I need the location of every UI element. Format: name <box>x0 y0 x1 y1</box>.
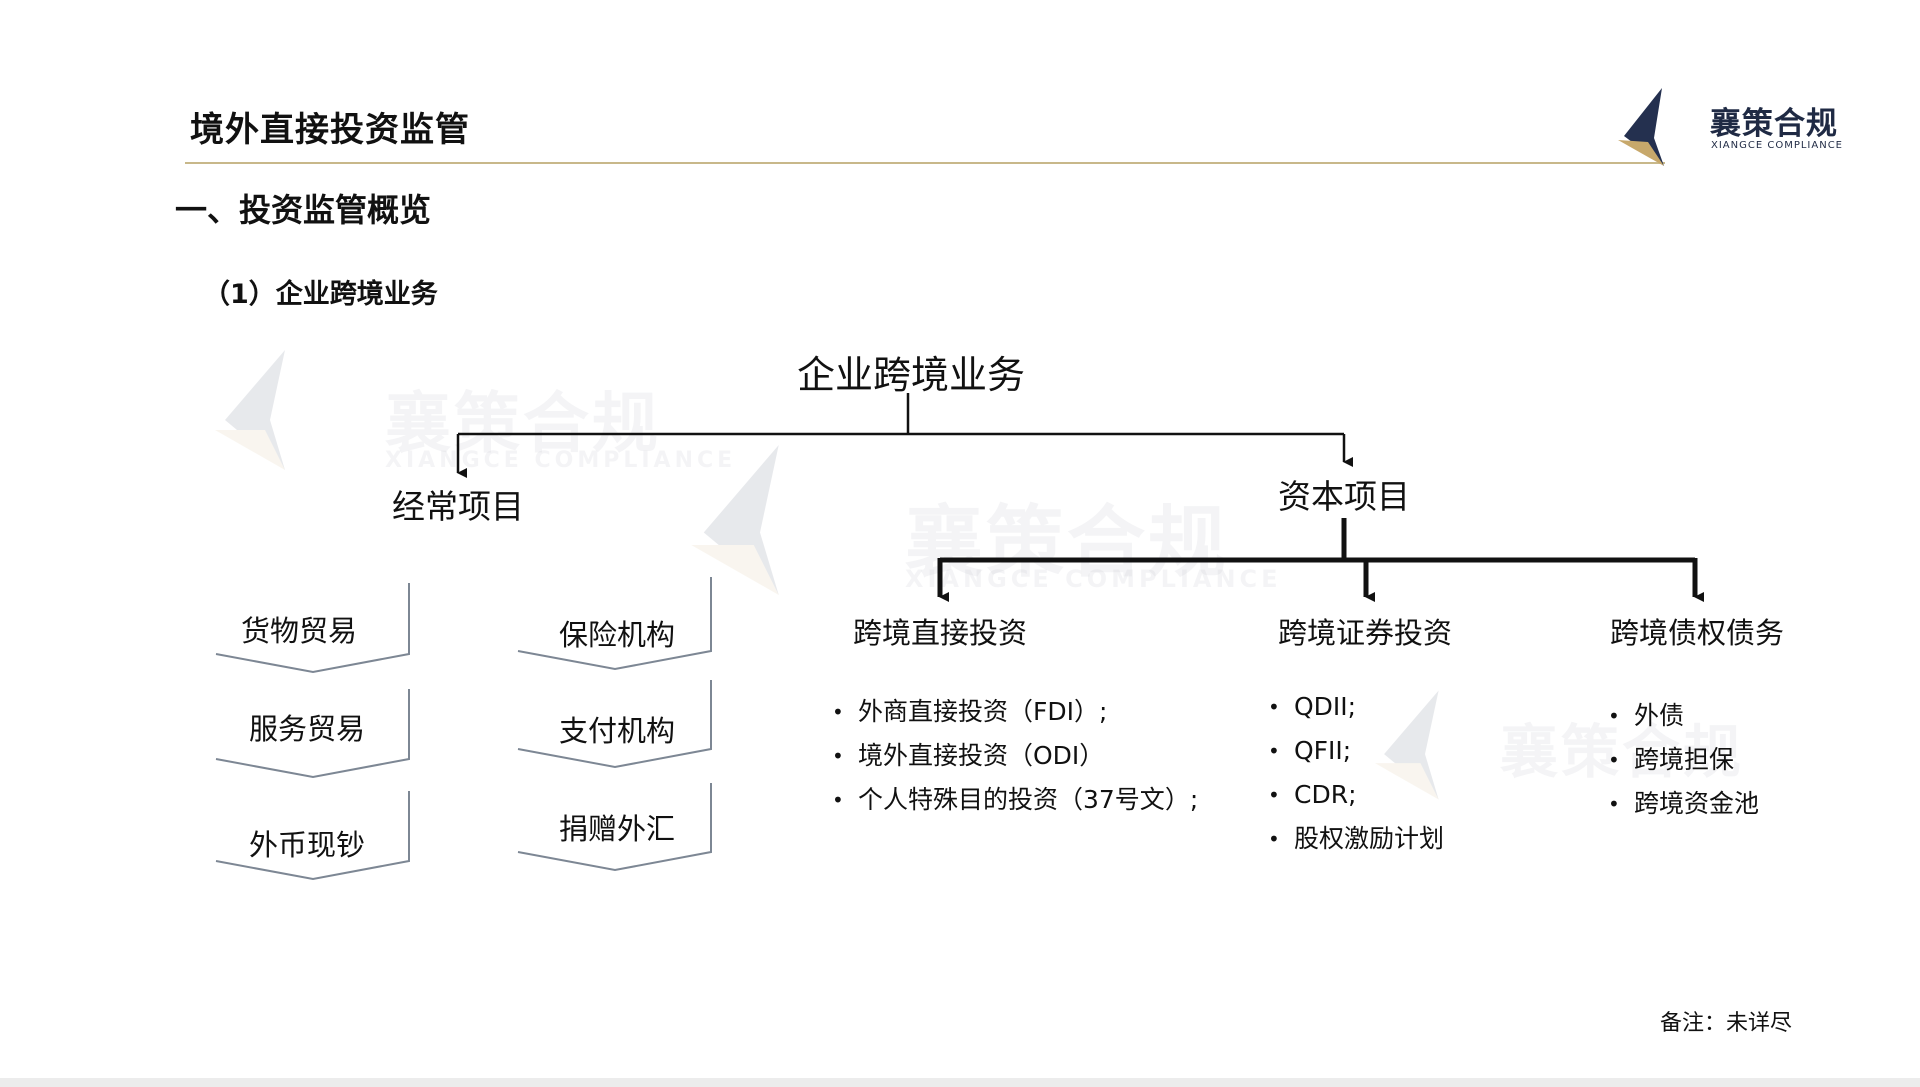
brand-logo: 襄策合规 XIANGCE COMPLIANCE <box>1618 88 1848 168</box>
list-item: 外商直接投资（FDI）; <box>830 690 1198 734</box>
watermark-subtext: XIANGCE COMPLIANCE <box>385 448 737 473</box>
subsection-title: （1）企业跨境业务 <box>203 279 438 310</box>
chevron-foreign-cash <box>215 791 410 881</box>
goods-trade-label: 货物贸易 <box>241 614 358 648</box>
footnote: 备注：未详尽 <box>1660 1011 1793 1036</box>
chevron-goods-trade <box>215 583 410 674</box>
donation-label: 捐赠外汇 <box>559 812 676 846</box>
brand-mark-icon <box>1618 88 1664 166</box>
list-item: 外债 <box>1606 694 1759 738</box>
list-item: 跨境担保 <box>1606 738 1759 782</box>
direct-investment-list: 外商直接投资（FDI）; 境外直接投资（ODI） 个人特殊目的投资（37号文）; <box>830 690 1198 822</box>
chevron-insurance <box>517 577 712 671</box>
brand-name-en: XIANGCE COMPLIANCE <box>1711 140 1844 151</box>
list-item: CDR; <box>1266 773 1444 817</box>
service-trade-label: 服务贸易 <box>249 712 366 746</box>
chevron-service-trade <box>215 689 410 779</box>
securities-investment-node: 跨境证券投资 <box>1278 616 1453 650</box>
debt-node: 跨境债权债务 <box>1610 616 1785 650</box>
list-item: 股权激励计划 <box>1266 817 1444 861</box>
current-account-node: 经常项目 <box>392 487 524 526</box>
securities-investment-list: QDII; QFII; CDR; 股权激励计划 <box>1266 685 1444 861</box>
capital-account-node: 资本项目 <box>1278 477 1410 516</box>
insurance-label: 保险机构 <box>559 618 676 652</box>
list-item: 境外直接投资（ODI） <box>830 734 1198 778</box>
list-item: QFII; <box>1266 729 1444 773</box>
payment-label: 支付机构 <box>559 714 676 748</box>
list-item: 个人特殊目的投资（37号文）; <box>830 778 1198 822</box>
direct-investment-node: 跨境直接投资 <box>853 616 1028 650</box>
title-divider <box>185 162 1665 164</box>
root-node: 企业跨境业务 <box>797 353 1026 397</box>
list-item: 跨境资金池 <box>1606 782 1759 826</box>
foreign-cash-label: 外币现钞 <box>249 828 366 862</box>
section-title: 一、投资监管概览 <box>175 191 432 229</box>
debt-list: 外债 跨境担保 跨境资金池 <box>1606 694 1759 826</box>
chevron-payment <box>517 680 712 769</box>
watermark-text: 襄策合规 <box>905 498 1230 588</box>
chevron-donation <box>517 783 712 872</box>
watermark-text: 襄策合规 <box>385 385 661 462</box>
brand-name: 襄策合规 <box>1710 106 1838 142</box>
page-title: 境外直接投资监管 <box>190 110 470 150</box>
footer-bar <box>0 1078 1920 1087</box>
list-item: QDII; <box>1266 685 1444 729</box>
watermark-subtext: XIANGCE COMPLIANCE <box>905 565 1282 593</box>
